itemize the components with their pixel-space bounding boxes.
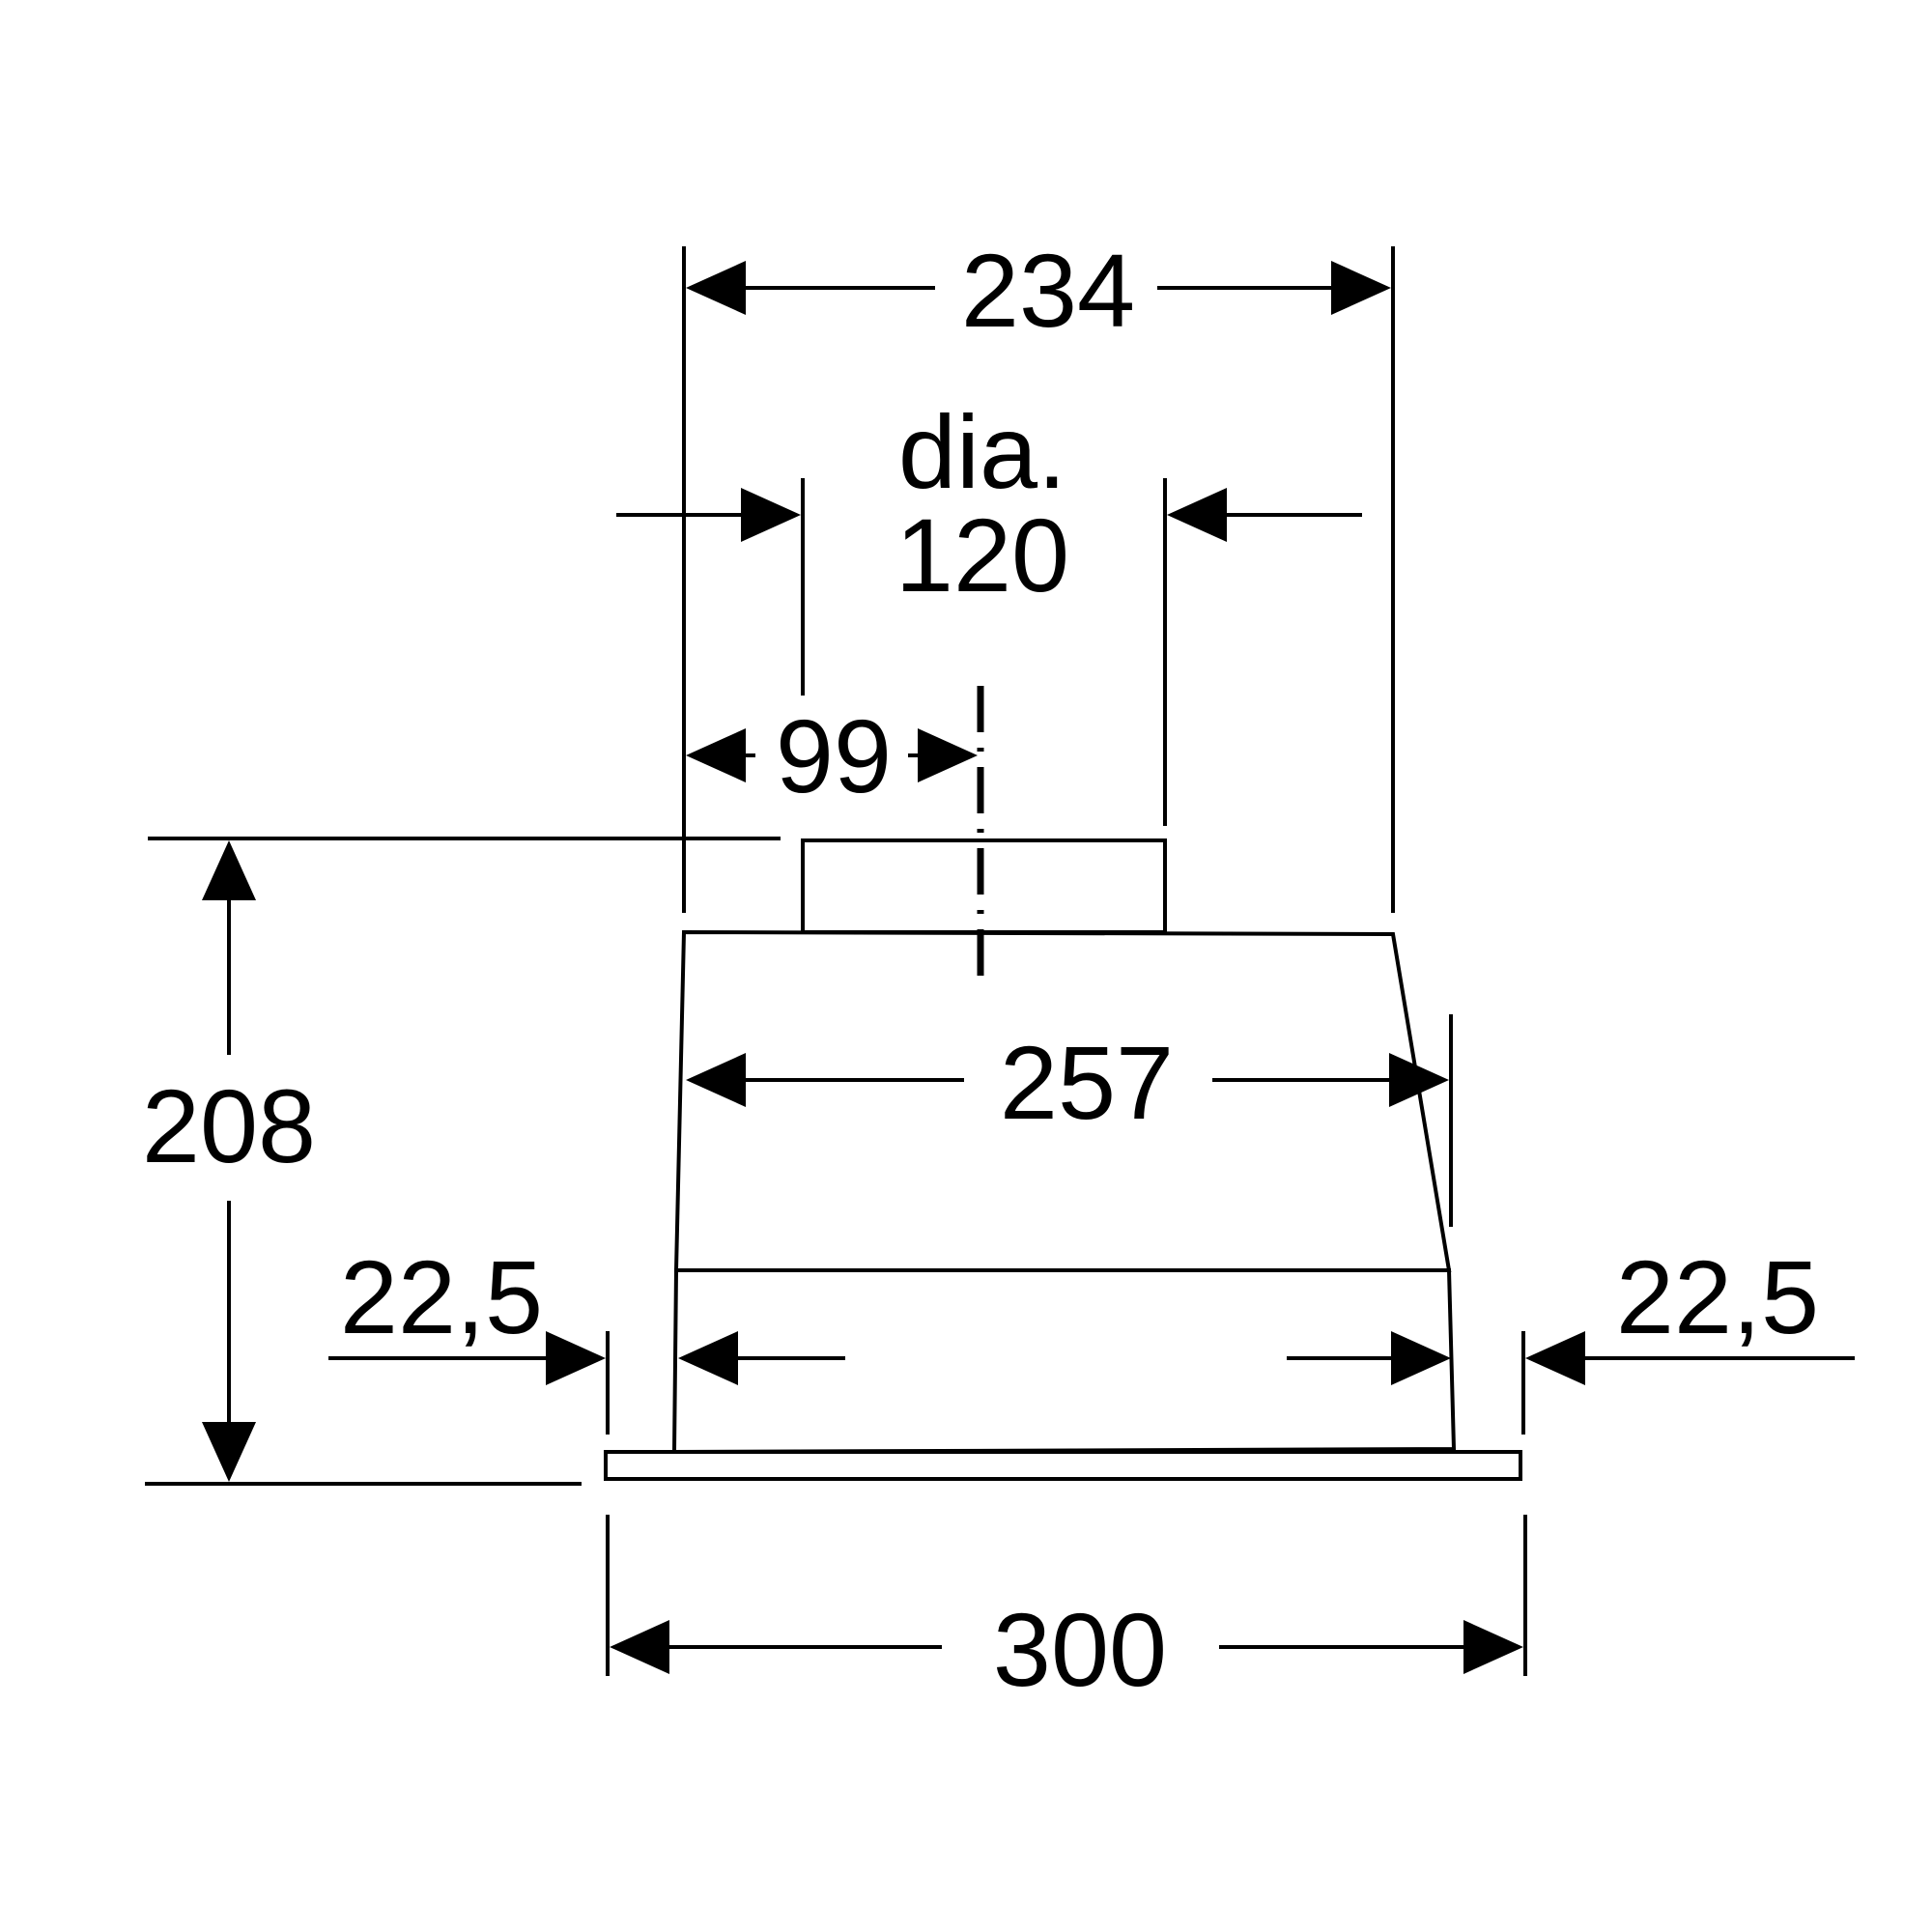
label-257: 257: [1000, 1024, 1174, 1141]
dimension-left-margin: 22,5: [328, 1238, 845, 1435]
dimension-208: 208: [142, 837, 781, 1486]
dimension-right-margin: 22,5: [1287, 1238, 1855, 1435]
hood-filter-section: [671, 1268, 1457, 1455]
label-234: 234: [961, 232, 1135, 349]
dimension-234: 234: [682, 232, 1395, 913]
dimension-257: 257: [686, 1014, 1453, 1227]
hood-outline: [604, 838, 1522, 1481]
label-dia: dia.: [898, 393, 1066, 510]
dimension-outlet-diameter: dia. 120: [616, 393, 1362, 826]
dimension-99: 99: [686, 697, 978, 814]
label-120: 120: [895, 497, 1069, 613]
label-208: 208: [142, 1067, 316, 1184]
label-22-5-right: 22,5: [1616, 1238, 1819, 1355]
dimension-300: 300: [606, 1515, 1527, 1708]
label-22-5-left: 22,5: [340, 1238, 543, 1355]
label-300: 300: [993, 1591, 1167, 1708]
hood-front-panel: [604, 1450, 1522, 1481]
label-99: 99: [776, 697, 892, 814]
